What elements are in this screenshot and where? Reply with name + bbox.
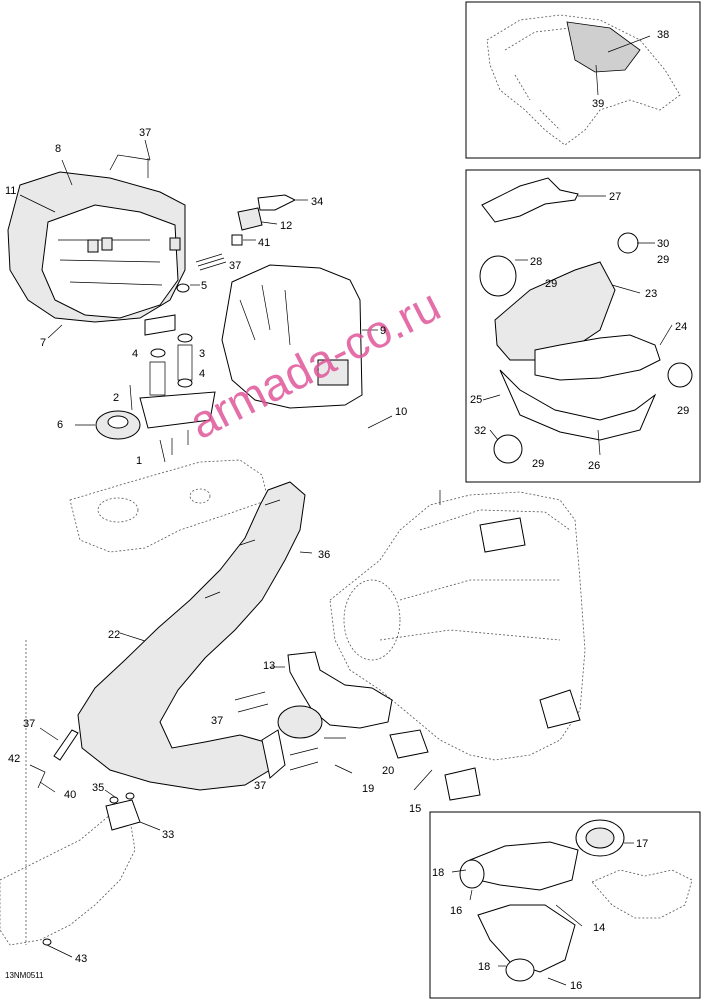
- callout-29-b: 29: [545, 278, 557, 290]
- callout-20: 20: [382, 765, 394, 777]
- callout-37-d: 37: [23, 718, 35, 730]
- engine-block: [329, 490, 586, 761]
- detail-box-heat-shield: [465, 1, 701, 159]
- callout-13: 13: [263, 660, 275, 672]
- callout-24: 24: [675, 321, 687, 333]
- diagram-part-code: 13NM0511: [5, 971, 44, 980]
- muffler-cover: [221, 264, 378, 409]
- callout-4-a: 4: [132, 348, 138, 360]
- detail-box-manifold: [429, 811, 701, 999]
- callout-37-a: 37: [139, 127, 151, 139]
- callout-29-c: 29: [677, 405, 689, 417]
- callout-19: 19: [362, 783, 374, 795]
- callout-29-d: 29: [532, 458, 544, 470]
- callout-28: 28: [530, 256, 542, 268]
- callout-42: 42: [8, 753, 20, 765]
- callout-27: 27: [609, 191, 621, 203]
- callout-1: 1: [136, 455, 142, 467]
- callout-36: 36: [318, 549, 330, 561]
- callout-32: 32: [474, 425, 486, 437]
- callout-41: 41: [258, 237, 270, 249]
- callout-7: 7: [40, 337, 46, 349]
- callout-26: 26: [588, 460, 600, 472]
- lower-bracket: [0, 640, 161, 958]
- callout-12: 12: [280, 220, 292, 232]
- callout-15: 15: [409, 803, 421, 815]
- callout-16-b: 16: [570, 980, 582, 992]
- callout-33: 33: [162, 829, 174, 841]
- callout-38: 38: [657, 29, 669, 41]
- callout-6: 6: [57, 419, 63, 431]
- callout-11: 11: [5, 185, 16, 197]
- callout-43: 43: [75, 953, 87, 965]
- callout-3: 3: [199, 348, 205, 360]
- callout-10: 10: [395, 406, 407, 418]
- muffler-assembly: [7, 139, 186, 339]
- callout-40: 40: [64, 789, 76, 801]
- callout-30: 30: [657, 238, 669, 250]
- callout-37-c: 37: [211, 715, 223, 727]
- callout-2: 2: [113, 392, 119, 404]
- callout-16-a: 16: [450, 905, 462, 917]
- callout-25: 25: [470, 394, 482, 406]
- callout-18-a: 18: [432, 867, 444, 879]
- callout-22: 22: [108, 629, 120, 641]
- callout-17: 17: [636, 838, 648, 850]
- detail-box-tuned-pipe: [465, 169, 701, 483]
- callout-9: 9: [380, 325, 386, 337]
- chassis-plate: [69, 459, 269, 553]
- callout-8: 8: [55, 143, 61, 155]
- tuned-pipe: [77, 481, 313, 791]
- callout-39: 39: [592, 98, 604, 110]
- callout-5: 5: [201, 280, 207, 292]
- callout-23: 23: [645, 288, 657, 300]
- callout-18-b: 18: [478, 961, 490, 973]
- callout-37-b: 37: [229, 260, 241, 272]
- callout-14: 14: [593, 922, 605, 934]
- callout-37-e: 37: [254, 780, 266, 792]
- callout-34: 34: [311, 196, 323, 208]
- callout-35: 35: [92, 782, 104, 794]
- exhaust-manifold: [234, 651, 481, 801]
- callout-4-b: 4: [199, 368, 205, 380]
- callout-29-a: 29: [657, 254, 669, 266]
- hardware-parts: [75, 194, 393, 463]
- callout-labels: 38 39 27 30 29 28 29 23 24 25 29 32 29 2…: [5, 29, 689, 992]
